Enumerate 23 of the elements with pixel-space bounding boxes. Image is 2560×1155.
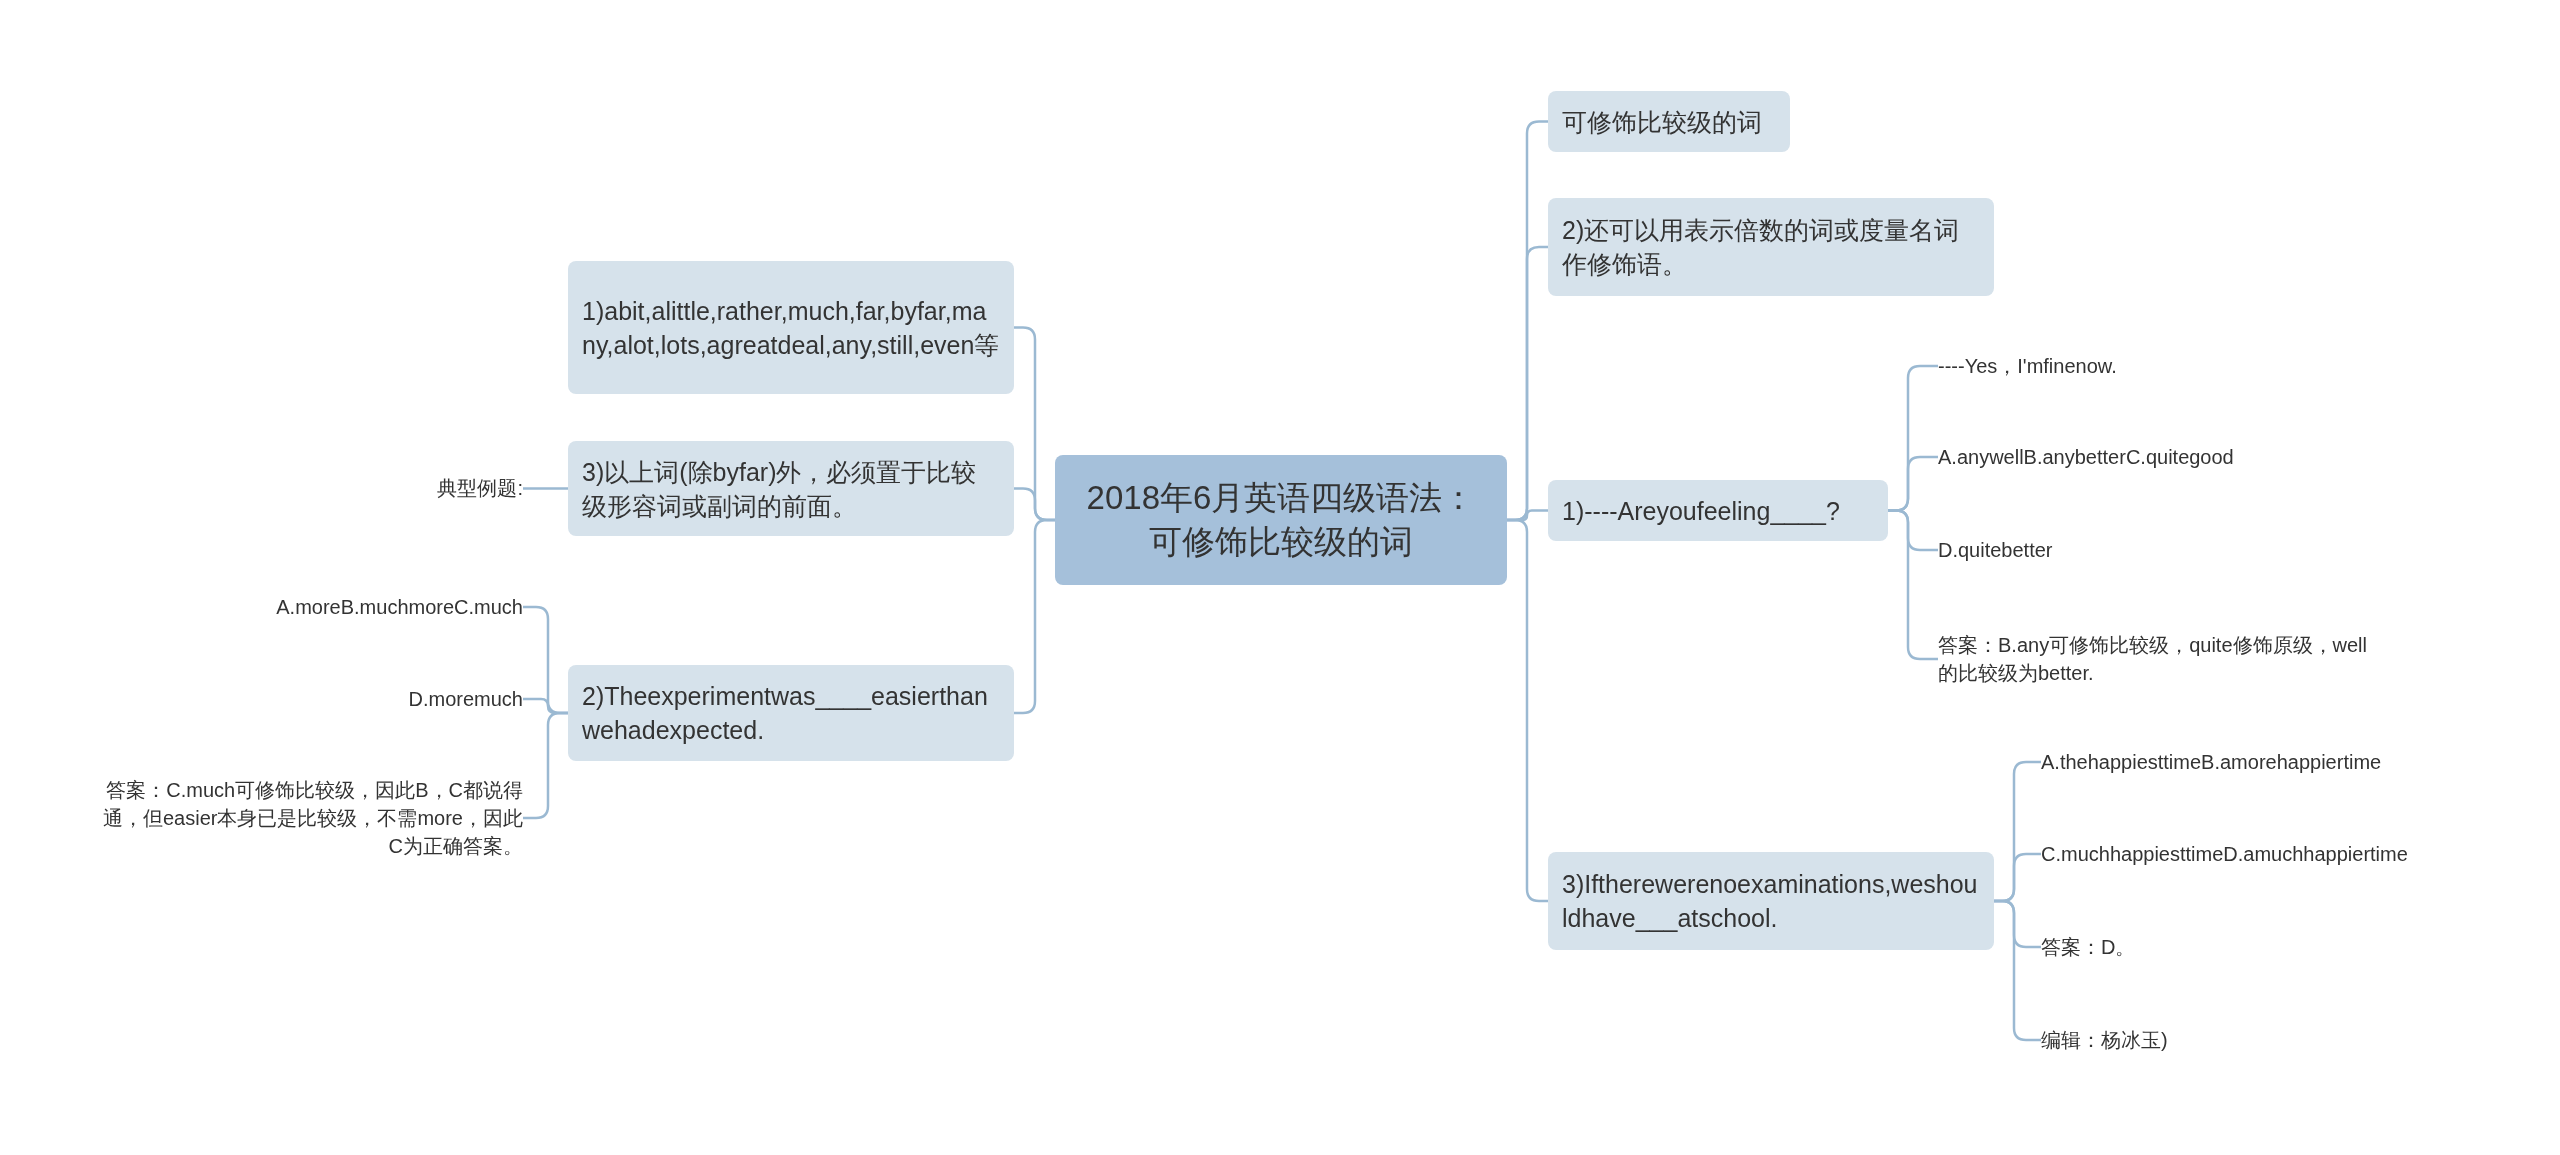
topic-box: 3)Iftherewerenoexaminations,weshouldhave___atschool. bbox=[1548, 852, 1994, 950]
subtopic-text: C.muchhappiesttimeD.amuchhappiertime bbox=[2041, 842, 2408, 867]
subtopic-text: A.moreB.muchmoreC.much bbox=[276, 595, 523, 620]
topic-box: 2)Theexperimentwas____easierthanwehadexpected. bbox=[568, 665, 1014, 761]
subtopic-text: ----Yes，I'mfinenow. bbox=[1938, 354, 2117, 379]
connector-line bbox=[1507, 518, 1548, 903]
connector-line bbox=[523, 487, 568, 490]
subtopic-text: 答案：D。 bbox=[2041, 935, 2136, 960]
topic-box: 2)还可以用表示倍数的词或度量名词作修饰语。 bbox=[1548, 198, 1994, 296]
subtopic-text: D.quitebetter bbox=[1938, 538, 2053, 563]
connector-line bbox=[1014, 518, 1055, 715]
topic-box: 1)abit,alittle,rather,much,far,byfar,many,alot,lots,agreatdeal,any,still,even等 bbox=[568, 261, 1014, 394]
subtopic-text: 典型例题: bbox=[437, 476, 523, 501]
topic-box: 3)以上词(除byfar)外，必须置于比较级形容词或副词的前面。 bbox=[568, 441, 1014, 536]
subtopic-text: 答案：B.any可修饰比较级，quite修饰原级，well的比较级为better. bbox=[1938, 633, 2368, 686]
topic-box: 可修饰比较级的词 bbox=[1548, 91, 1790, 152]
subtopic-text: 答案：C.much可修饰比较级，因此B，C都说得通，但easier本身已是比较级，不需more，因此C为正确答案。 bbox=[101, 778, 523, 859]
central-topic-box: 2018年6月英语四级语法：可修饰比较级的词 bbox=[1055, 455, 1507, 585]
subtopic-text: D.moremuch bbox=[408, 687, 523, 712]
subtopic-text: 编辑：杨冰玉) bbox=[2041, 1028, 2168, 1053]
subtopic-text: A.anywellB.anybetterC.quitegood bbox=[1938, 445, 2234, 470]
topic-box: 1)----Areyoufeeling____? bbox=[1548, 480, 1888, 541]
subtopic-text: A.thehappiesttimeB.amorehappiertime bbox=[2041, 750, 2382, 775]
